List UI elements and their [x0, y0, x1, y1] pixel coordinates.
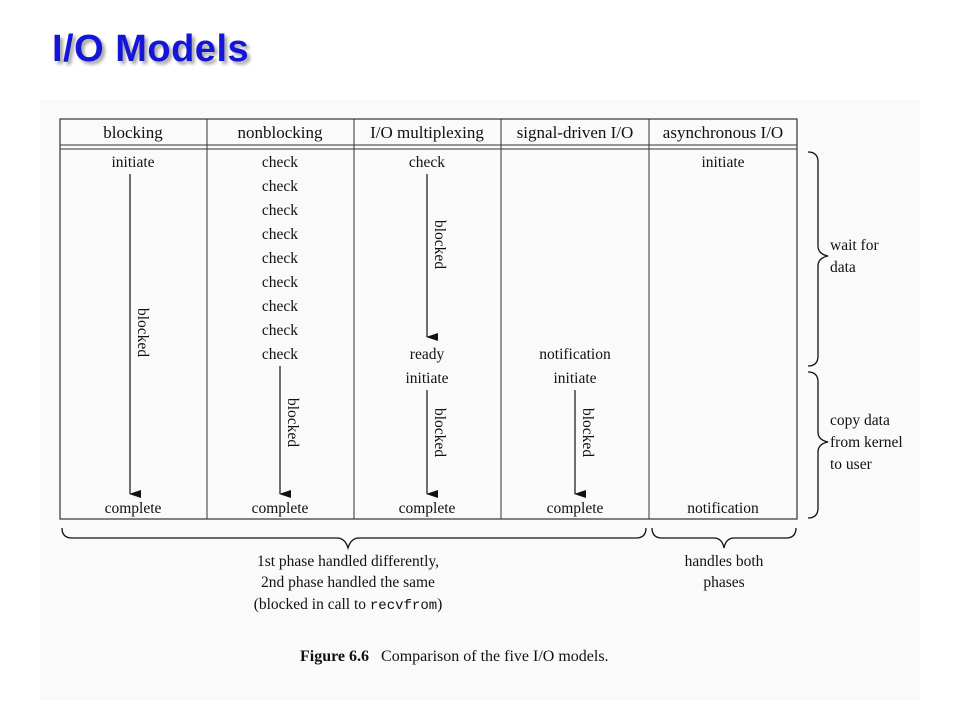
io-models-figure: blocking nonblocking I/O multiplexing si… — [40, 100, 920, 700]
async-notification: notification — [687, 500, 759, 517]
copy-phase-label-line2: from kernel — [830, 434, 903, 451]
bottom-note-left-line3: (blocked in call to recvfrom) — [254, 596, 443, 614]
copy-phase-label-line3: to user — [830, 456, 873, 473]
blocking-blocked-label: blocked — [134, 308, 151, 357]
nonblocking-check: check — [262, 322, 298, 339]
nonblocking-check: check — [262, 250, 298, 267]
column-header-blocking: blocking — [103, 123, 163, 142]
wait-phase-label-line2: data — [830, 259, 856, 276]
nonblocking-check: check — [262, 178, 298, 195]
column-header-signal-driven: signal-driven I/O — [517, 123, 634, 142]
bottom-note-prefix: (blocked in call to — [254, 596, 370, 613]
async-model-brace — [651, 527, 797, 549]
async-initiate: initiate — [701, 154, 744, 171]
signal-blocked-label: blocked — [579, 408, 596, 457]
nonblocking-check: check — [262, 274, 298, 291]
signal-initiate: initiate — [553, 370, 596, 387]
copy-phase-brace — [807, 371, 829, 519]
column-header-multiplexing: I/O multiplexing — [370, 123, 484, 142]
nonblocking-blocked-label: blocked — [284, 398, 301, 447]
multiplexing-complete: complete — [399, 500, 456, 517]
table-frame — [59, 118, 798, 520]
bottom-note-right-line1: handles both — [685, 553, 764, 570]
nonblocking-check: check — [262, 298, 298, 315]
copy-phase-label-line1: copy data — [830, 412, 890, 429]
nonblocking-complete: complete — [252, 500, 309, 517]
blocking-initiate: initiate — [111, 154, 154, 171]
bottom-note-left-line2: 2nd phase handled the same — [261, 574, 435, 591]
multiplexing-check: check — [409, 154, 445, 171]
figure-caption-label: Figure 6.6 — [300, 648, 370, 665]
multiplexing-initiate: initiate — [405, 370, 448, 387]
multiplexing-blocked-label-2: blocked — [431, 408, 448, 457]
bottom-note-suffix: ) — [437, 596, 442, 613]
nonblocking-check: check — [262, 202, 298, 219]
figure-caption: Figure 6.6 Comparison of the five I/O mod… — [300, 648, 609, 666]
figure-caption-text: Comparison of the five I/O models. — [381, 648, 609, 665]
bottom-note-right-line2: phases — [703, 574, 744, 591]
first-four-models-brace — [61, 527, 647, 551]
multiplexing-blocked-label: blocked — [431, 220, 448, 269]
column-header-nonblocking: nonblocking — [238, 123, 323, 142]
wait-phase-label-line1: wait for — [830, 237, 879, 254]
signal-notification: notification — [539, 346, 611, 363]
wait-phase-brace — [807, 151, 829, 367]
bottom-note-left-line1: 1st phase handled differently, — [257, 553, 439, 570]
signal-complete: complete — [547, 500, 604, 517]
io-models-diagram: blocking nonblocking I/O multiplexing si… — [59, 118, 903, 614]
slide-title: I/O Models — [52, 28, 250, 70]
nonblocking-check: check — [262, 346, 298, 363]
multiplexing-ready: ready — [410, 346, 445, 363]
recvfrom-code: recvfrom — [370, 598, 437, 614]
nonblocking-check: check — [262, 154, 298, 171]
nonblocking-check: check — [262, 226, 298, 243]
column-header-asynchronous: asynchronous I/O — [663, 123, 783, 142]
blocking-complete: complete — [105, 500, 162, 517]
